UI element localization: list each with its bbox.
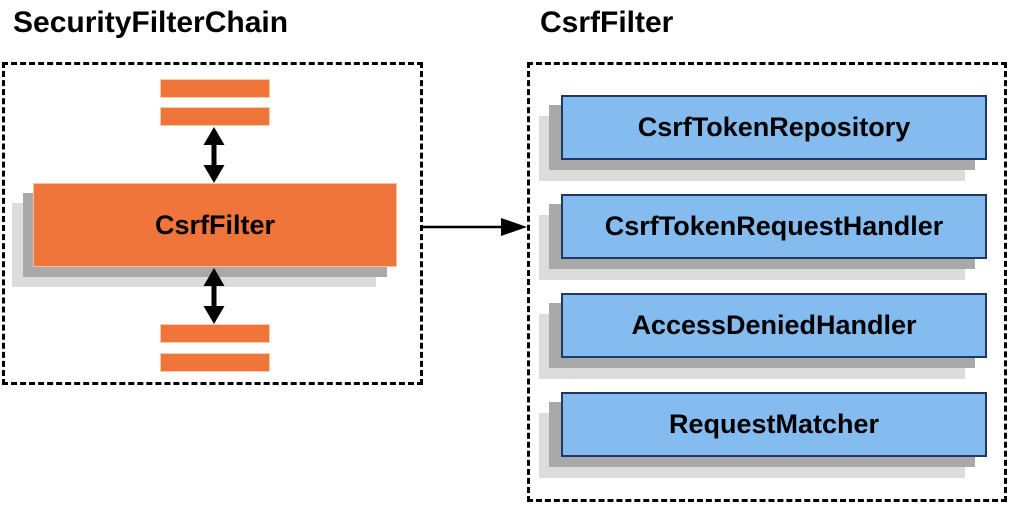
csrf-token-repository-label: CsrfTokenRepository [637,112,911,142]
right-arrow-icon [423,218,527,236]
filter-placeholder-bar [160,353,270,372]
up-down-arrow-icon [203,127,225,183]
csrf-token-request-handler-box: CsrfTokenRequestHandler [561,194,987,259]
csrf-filter-detail-container [527,62,1007,502]
request-matcher-box: RequestMatcher [561,392,987,457]
access-denied-handler-label: AccessDeniedHandler [631,310,917,340]
csrf-filter-box: CsrfFilter [33,183,397,267]
up-down-arrow-icon [203,268,225,324]
filter-placeholder-bar [160,107,270,126]
csrf-token-repository-box: CsrfTokenRepository [561,95,987,160]
security-filter-chain-container [2,62,423,385]
security-filter-chain-title: SecurityFilterChain [13,6,289,39]
access-denied-handler-box: AccessDeniedHandler [561,293,987,358]
filter-placeholder-bar [160,79,270,98]
csrf-token-request-handler-label: CsrfTokenRequestHandler [604,211,944,241]
csrf-filter-detail-title: CsrfFilter [540,6,674,39]
csrf-filter-box-label: CsrfFilter [154,209,276,240]
request-matcher-label: RequestMatcher [668,409,880,439]
filter-placeholder-bar [160,324,270,343]
